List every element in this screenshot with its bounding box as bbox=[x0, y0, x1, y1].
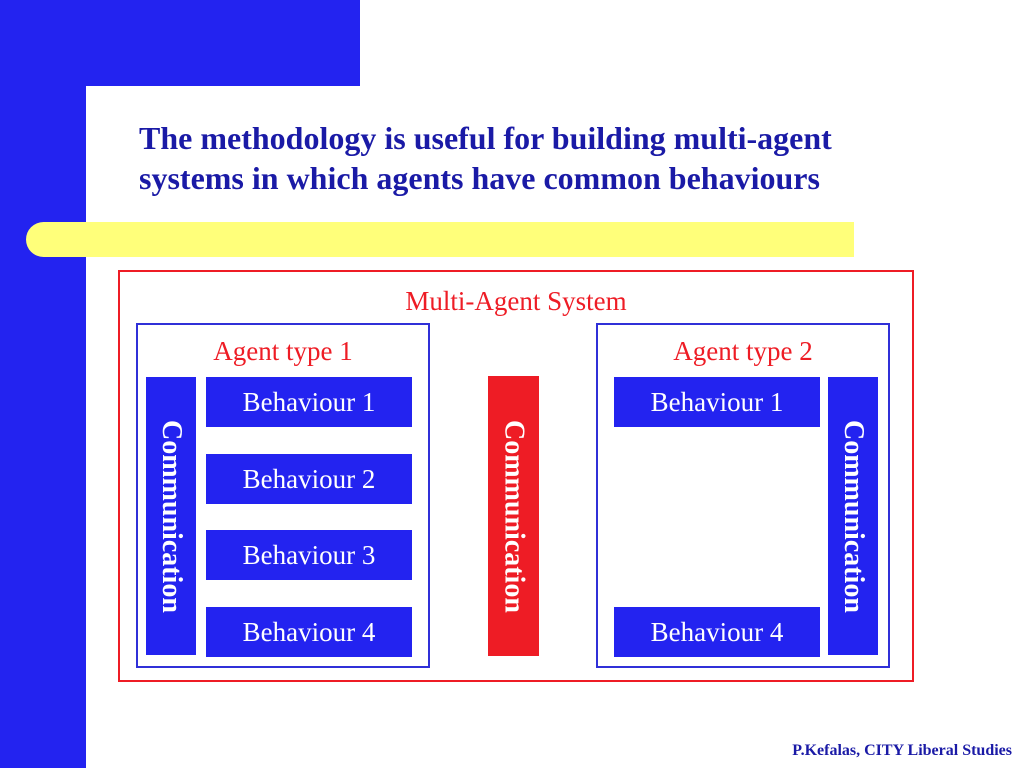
agent-type-1-behaviour-1: Behaviour 1 bbox=[206, 377, 412, 427]
agent-type-1-behaviour-4: Behaviour 4 bbox=[206, 607, 412, 657]
yellow-highlight-bar bbox=[26, 222, 854, 257]
agent-type-2-box: Agent type 2 Behaviour 1 Behaviour 4 Com… bbox=[596, 323, 890, 668]
agent-type-2-label: Agent type 2 bbox=[673, 336, 813, 366]
multi-agent-system-box: Multi-Agent System Agent type 1 Communic… bbox=[118, 270, 914, 682]
shared-communication-label: Communication bbox=[498, 419, 530, 613]
agent-type-2-behaviour-4: Behaviour 4 bbox=[614, 607, 820, 657]
slide-title-line-2: systems in which agents have common beha… bbox=[139, 160, 820, 196]
agent-type-1-behaviour-2: Behaviour 2 bbox=[206, 454, 412, 504]
slide-title: The methodology is useful for building m… bbox=[139, 118, 959, 198]
agent-type-1-communication-label: Communication bbox=[156, 419, 187, 613]
multi-agent-system-label: Multi-Agent System bbox=[405, 286, 627, 316]
agent-type-1-box: Agent type 1 Communication Behaviour 1 B… bbox=[136, 323, 430, 668]
agent-type-1-behaviour-3: Behaviour 3 bbox=[206, 530, 412, 580]
agent-type-1-label: Agent type 1 bbox=[213, 336, 353, 366]
agent-type-2-behaviour-1: Behaviour 1 bbox=[614, 377, 820, 427]
footer-credit: P.Kefalas, CITY Liberal Studies bbox=[792, 742, 1012, 759]
slide-title-line-1: The methodology is useful for building m… bbox=[139, 120, 832, 156]
left-blue-bar bbox=[0, 0, 86, 768]
top-blue-block bbox=[86, 0, 360, 86]
agent-type-1-communication: Communication bbox=[146, 377, 196, 655]
shared-communication: Communication bbox=[488, 376, 539, 656]
agent-type-2-communication-label: Communication bbox=[838, 419, 869, 613]
agent-type-2-communication: Communication bbox=[828, 377, 878, 655]
